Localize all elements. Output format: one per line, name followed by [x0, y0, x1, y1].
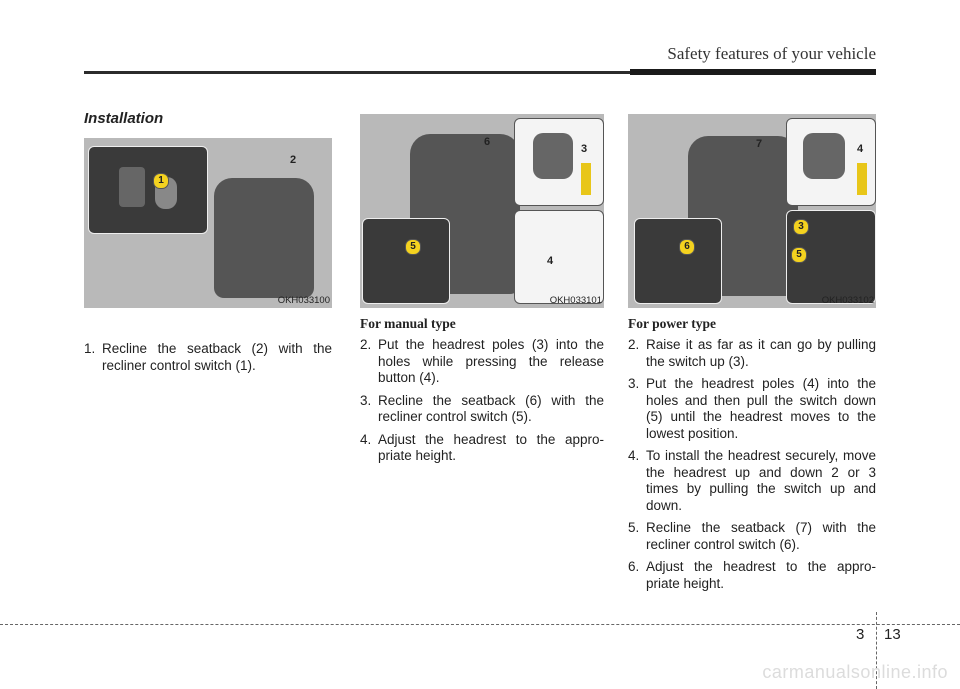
callout-7: 7 [756, 138, 763, 150]
callout-6: 6 [484, 136, 491, 148]
footer-rule [0, 624, 960, 625]
down-arrow-icon [581, 163, 591, 195]
section-title: Installation [84, 110, 164, 127]
callout-2: 2 [290, 154, 297, 166]
list-item: 5.Recline the seatback (7) with the recl… [628, 520, 876, 552]
manual-type-heading: For manual type [360, 316, 456, 331]
col2-steps: 2.Put the headrest poles (3) into the ho… [360, 337, 604, 471]
callout-3: 3 [793, 219, 809, 235]
callout-4: 4 [547, 255, 554, 267]
page-divider [876, 612, 877, 689]
page-section: 3 [856, 626, 865, 643]
figure-code: OKH033101 [549, 295, 602, 306]
watermark: carmanualsonline.info [762, 662, 948, 682]
list-item: 4.Adjust the headrest to the appro-priat… [360, 431, 604, 464]
power-type-heading: For power type [628, 316, 716, 331]
headrest-poles-inset: 3 [514, 118, 604, 206]
header-tab [630, 69, 876, 75]
list-item: 2.Raise it as far as it can go by pullin… [628, 337, 876, 369]
power-switch-inset: 3 5 [786, 210, 876, 304]
release-button-inset: 4 [514, 210, 604, 304]
recliner-switch-inset: 1 [88, 146, 208, 234]
callout-3: 3 [581, 143, 588, 155]
list-item: 6.Adjust the headrest to the appro-priat… [628, 559, 876, 591]
list-item: 3.Put the headrest poles (4) into the ho… [628, 376, 876, 441]
page-number: 13 [884, 626, 901, 643]
header-title: Safety features of your vehicle [667, 44, 876, 63]
list-item: 1.Recline the seatback (2) with the recl… [84, 341, 332, 373]
list-item: 4.To install the headrest securely, move… [628, 448, 876, 513]
headrest-poles-inset: 4 [786, 118, 876, 206]
col1-steps: 1.Recline the seatback (2) with the recl… [84, 341, 332, 380]
figure-manual-headrest: 3 4 5 6 OKH033101 [360, 114, 604, 308]
down-arrow-icon [857, 163, 867, 195]
callout-4: 4 [857, 143, 864, 155]
figure-power-headrest: 4 3 5 6 7 OKH033102 [628, 114, 876, 308]
callout-5: 5 [791, 247, 807, 263]
recliner-switch-inset: 6 [634, 218, 722, 304]
list-item: 3.Recline the seatback (6) with the recl… [360, 392, 604, 425]
figure-code: OKH033102 [821, 295, 874, 306]
figure-code: OKH033100 [277, 295, 330, 306]
header-rule [84, 71, 876, 74]
col3-steps: 2.Raise it as far as it can go by pullin… [628, 337, 876, 598]
seat-illustration [214, 178, 314, 298]
callout-6: 6 [679, 239, 695, 255]
callout-1: 1 [153, 173, 169, 189]
callout-5: 5 [405, 239, 421, 255]
figure-recline-seat: 1 2 OKH033100 [84, 138, 332, 308]
recliner-switch-inset: 5 [362, 218, 450, 304]
list-item: 2.Put the headrest poles (3) into the ho… [360, 337, 604, 385]
